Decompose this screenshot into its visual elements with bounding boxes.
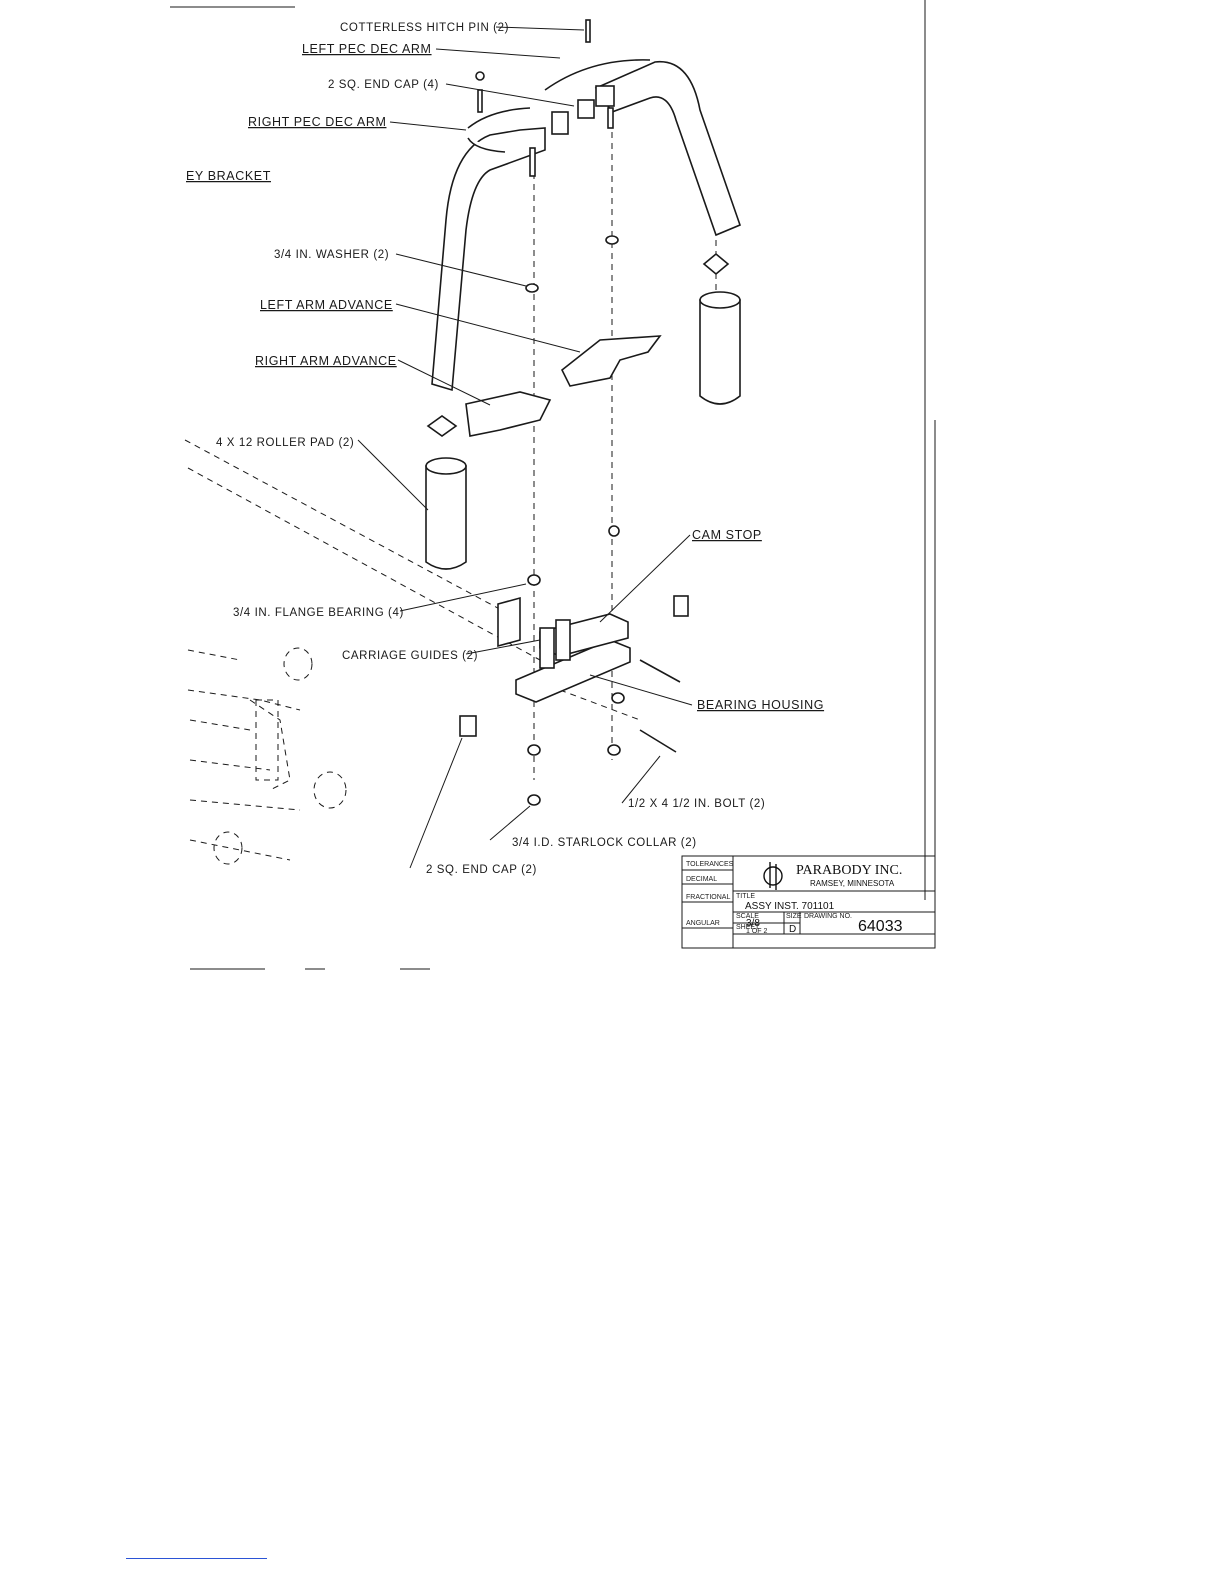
footer-rule: [126, 1558, 267, 1559]
label-roller-pad: 4 X 12 ROLLER PAD (2): [216, 437, 354, 449]
size-value: D: [789, 924, 796, 935]
drawing-number: 64033: [858, 918, 903, 935]
machine-sketch: [187, 647, 347, 865]
angular-label: ANGULAR: [686, 920, 720, 927]
label-flange-bearing: 3/4 IN. FLANGE BEARING (4): [233, 607, 404, 619]
small-hardware: [426, 19, 730, 806]
label-right-pec-dec-arm: RIGHT PEC DEC ARM: [248, 115, 386, 129]
left-pec-dec-arm-part: [544, 59, 742, 237]
label-end-cap-4: 2 SQ. END CAP (4): [328, 79, 439, 91]
label-bolt: 1/2 X 4 1/2 IN. BOLT (2): [628, 798, 765, 810]
label-pulley-bracket: EY BRACKET: [186, 169, 271, 183]
drawing-no-label: DRAWING NO.: [804, 913, 852, 920]
company-location: RAMSEY, MINNESOTA: [810, 879, 895, 888]
label-bearing-housing: BEARING HOUSING: [697, 698, 824, 712]
label-end-cap-2: 2 SQ. END CAP (2): [426, 864, 537, 876]
label-right-arm-advance: RIGHT ARM ADVANCE: [255, 354, 397, 368]
drawing-title: ASSY INST. 701101: [745, 901, 835, 912]
right-pec-dec-arm-part: [431, 99, 595, 392]
size-label: SIZE: [786, 913, 802, 920]
scale-value: 3/8: [746, 918, 760, 929]
bearing-housing-part: [497, 596, 631, 703]
label-washer: 3/4 IN. WASHER (2): [274, 249, 389, 261]
label-hitch-pin: COTTERLESS HITCH PIN (2): [340, 22, 509, 34]
parabody-logo: [763, 862, 783, 890]
scale-label: SCALE: [736, 913, 759, 920]
label-cam-stop: CAM STOP: [692, 528, 762, 542]
label-carriage-guides: CARRIAGE GUIDES (2): [342, 650, 478, 662]
callout-labels: COTTERLESS HITCH PIN (2) LEFT PEC DEC AR…: [186, 22, 824, 876]
roller-pads: [425, 291, 741, 570]
sheet-border: [170, 0, 936, 970]
title-label: TITLE: [736, 893, 755, 900]
arm-advance-brackets: [465, 335, 662, 437]
label-left-pec-dec-arm: LEFT PEC DEC ARM: [302, 42, 432, 56]
label-starlock-collar: 3/4 I.D. STARLOCK COLLAR (2): [512, 837, 697, 849]
label-left-arm-advance: LEFT ARM ADVANCE: [260, 298, 393, 312]
company-name: PARABODY INC.: [796, 863, 902, 878]
tolerances-label: TOLERANCES: [686, 861, 734, 868]
decimal-label: DECIMAL: [686, 876, 717, 883]
sheet-value: 1 OF 2: [746, 928, 768, 935]
leader-lines: [357, 26, 693, 869]
title-block: TOLERANCES DECIMAL FRACTIONAL ANGULAR TI…: [681, 855, 936, 949]
fractional-label: FRACTIONAL: [686, 894, 730, 901]
sheet-label: SHEET: [736, 924, 760, 931]
